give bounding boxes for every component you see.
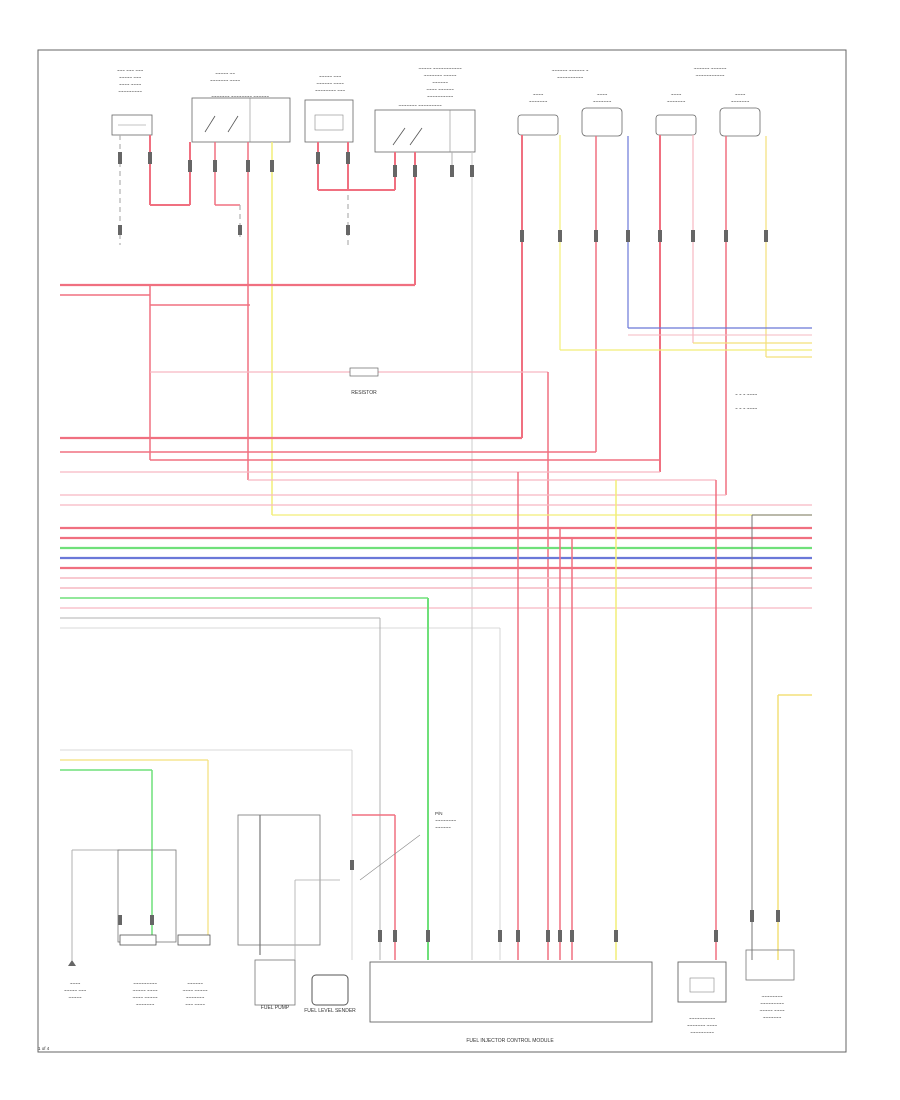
svg-text:RESISTOR: RESISTOR [351, 390, 377, 396]
svg-text:~~~~~ ~~: ~~~~~ ~~ [215, 71, 235, 76]
svg-text:~~~~ ~~~~~~: ~~~~ ~~~~~~ [426, 87, 454, 92]
top-component-2: ~~~~~ ~~ ~~~~~~~ ~~~~ ~~~~~~~ ~~~~~~~~ ~… [191, 71, 291, 143]
svg-text:~~~~~~~ ~~~~~: ~~~~~~~ ~~~~~ [424, 73, 457, 78]
svg-text:~~~~~~~ ~~~~~~~~~: ~~~~~~~ ~~~~~~~~~ [398, 103, 442, 108]
bottom-component-map-sensor: ~~~~~~~~~ ~~~~~ ~~~~ ~~~~ ~~~~~ ~~~~~~~ [117, 849, 177, 1007]
pn-note: P/N [435, 811, 443, 816]
bottom-component-fuel-level-sender: FUEL LEVEL SENDER [294, 879, 356, 1014]
svg-text:~~~~~~~: ~~~~~~~ [593, 99, 612, 104]
svg-text:~~~~~~~~~~: ~~~~~~~~~~ [689, 1016, 716, 1021]
svg-text:~~~~~~ ~~~~~~ ~: ~~~~~~ ~~~~~~ ~ [552, 68, 589, 73]
svg-text:~~~~ ~~~~~: ~~~~ ~~~~~ [133, 995, 158, 1000]
top-connector-marks [118, 152, 768, 242]
svg-text:~~~~~~~: ~~~~~~~ [763, 1015, 782, 1020]
svg-text:~~~~ ~~~~~: ~~~~ ~~~~~ [183, 988, 208, 993]
svg-text:~~~ ~~~~: ~~~ ~~~~ [185, 1002, 205, 1007]
svg-text:~~~~~~~~ ~~~: ~~~~~~~~ ~~~ [315, 88, 346, 93]
top-component-4: ~~~~~ ~~~~~~~~~~~ ~~~~~~~ ~~~~~ ~~~~~~ ~… [374, 66, 476, 153]
svg-text:~~~~~: ~~~~~ [68, 995, 82, 1000]
svg-text:~~~~~~~~: ~~~~~~~~ [761, 994, 782, 999]
svg-text:~~~~: ~~~~ [70, 981, 81, 986]
resistor: RESISTOR [349, 367, 379, 396]
fuel-injector-control-module: FUEL INJECTOR CONTROL MODULE [369, 961, 653, 1044]
svg-text:~~~~~~~ ~~~~: ~~~~~~~ ~~~~ [687, 1023, 718, 1028]
svg-text:~~~~: ~~~~ [735, 92, 746, 97]
svg-text:~~~ ~~~ ~~~: ~~~ ~~~ ~~~ [117, 68, 144, 73]
svg-text:~~~~~~~ ~~~~~~~~ ~~~~~~: ~~~~~~~ ~~~~~~~~ ~~~~~~ [211, 94, 269, 99]
bottom-pn-note: P/N ~~~~~~~~ ~~~~~~ [359, 811, 456, 881]
svg-text:~~~~~ ~~~~: ~~~~~ ~~~~ [760, 1008, 785, 1013]
top-component-6: ~~~~~~ ~~~~~~ ~~~~~~~~~~~ ~~~~ ~~~~~~~ ~… [655, 66, 761, 137]
svg-text:~~~~~~: ~~~~~~ [187, 981, 203, 986]
svg-text:~ ~ ~ ~~~~: ~ ~ ~ ~~~~ [735, 406, 758, 411]
bottom-component-evap: ~~~~ ~~~~~ ~~~ ~~~~~ [64, 849, 120, 1000]
top-component-5: ~~~~~~ ~~~~~~ ~ ~~~~~~~~~~ ~~~~ ~~~~~~~ … [517, 68, 623, 137]
svg-text:~~~~~ ~~~: ~~~~~ ~~~ [64, 988, 87, 993]
module-label: FUEL INJECTOR CONTROL MODULE [466, 1038, 554, 1044]
svg-text:~~~~~ ~~~~: ~~~~~ ~~~~ [133, 988, 158, 993]
svg-text:~~~~~~: ~~~~~~ [435, 825, 451, 830]
svg-text:~~~~~~~: ~~~~~~~ [667, 99, 686, 104]
svg-text:~~~~~~~~~: ~~~~~~~~~ [760, 1001, 784, 1006]
svg-text:~~~~: ~~~~ [671, 92, 682, 97]
svg-text:~~~~~~ ~~~~~~: ~~~~~~ ~~~~~~ [694, 66, 727, 71]
svg-text:~~~~: ~~~~ [533, 92, 544, 97]
bottom-component-cam-sensor: ~~~~~~~~ ~~~~~~~~~ ~~~~~ ~~~~ ~~~~~~~ [745, 949, 795, 1020]
diagram-frame [37, 49, 847, 1053]
fuel-level-sender-label: FUEL LEVEL SENDER [304, 1008, 356, 1014]
svg-text:~~~~~~~~~~~: ~~~~~~~~~~~ [696, 73, 725, 78]
fuel-pump-label: FUEL PUMP [261, 1005, 290, 1011]
svg-text:~~~~~~: ~~~~~~ [432, 80, 448, 85]
svg-text:~~~~~~ ~~~~: ~~~~~~ ~~~~ [316, 81, 344, 86]
bus-wires [60, 283, 812, 960]
svg-text:~~~~~~~: ~~~~~~~ [529, 99, 548, 104]
bottom-component-baro-sensor: ~~~~~~ ~~~~ ~~~~~ ~~~~~~~ ~~~ ~~~~ [177, 934, 211, 1007]
svg-text:~~~~~ ~~~~~~~~~~~: ~~~~~ ~~~~~~~~~~~ [418, 66, 462, 71]
svg-text:~~~~~~~~~: ~~~~~~~~~ [118, 89, 142, 94]
legend-note: ~ ~ ~ ~~~~ ~ ~ ~ ~~~~ [735, 392, 758, 411]
top-component-1: ~~~ ~~~ ~~~ ~~~~~ ~~~ ~~~~ ~~~~ ~~~~~~~~… [111, 68, 153, 136]
svg-text:~~~~~~~~~~: ~~~~~~~~~~ [557, 75, 584, 80]
svg-text:~~~~~~~: ~~~~~~~ [186, 995, 205, 1000]
svg-text:~~~~: ~~~~ [597, 92, 608, 97]
svg-text:~~~~~~~~: ~~~~~~~~ [435, 818, 456, 823]
bottom-component-purge-solenoid: ~~~~~~~~~~ ~~~~~~~ ~~~~ ~~~~~~~~~ [677, 961, 727, 1035]
svg-text:~~~~~~~~~: ~~~~~~~~~ [690, 1030, 714, 1035]
svg-text:~~~~~~~: ~~~~~~~ [136, 1002, 155, 1007]
page-reference: 1 of 4 [38, 1046, 50, 1051]
svg-text:~~~~~~~~~~: ~~~~~~~~~~ [427, 94, 454, 99]
svg-text:~~~~~ ~~~: ~~~~~ ~~~ [319, 74, 342, 79]
svg-text:~ ~ ~ ~~~~: ~ ~ ~ ~~~~ [735, 392, 758, 397]
svg-text:~~~~~~~: ~~~~~~~ [731, 99, 750, 104]
svg-text:~~~~~~~~~: ~~~~~~~~~ [133, 981, 157, 986]
lower-connector-marks [118, 860, 780, 942]
svg-text:~~~~~~~ ~~~~: ~~~~~~~ ~~~~ [210, 78, 241, 83]
svg-text:~~~~~ ~~~: ~~~~~ ~~~ [119, 75, 142, 80]
svg-text:~~~~ ~~~~: ~~~~ ~~~~ [119, 82, 142, 87]
top-component-3: ~~~~~ ~~~ ~~~~~~ ~~~~ ~~~~~~~~ ~~~ [304, 74, 354, 143]
